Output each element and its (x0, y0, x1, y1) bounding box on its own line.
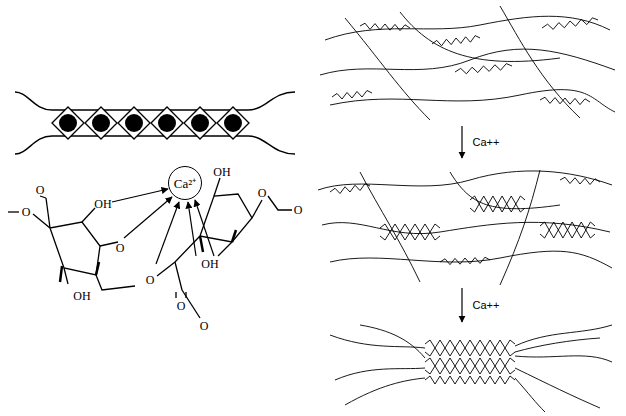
illustration-stroke (85, 107, 117, 139)
atom-label: O (36, 184, 45, 196)
illustration-stroke (330, 251, 612, 268)
illustration-stroke (59, 114, 77, 132)
illustration-stroke (425, 348, 515, 356)
atom-label: O (177, 300, 186, 312)
illustration-stroke (560, 177, 600, 184)
illustration-stroke (345, 18, 430, 120)
illustration-stroke (125, 114, 143, 132)
illustration-stroke (175, 194, 252, 262)
illustration-stroke (157, 262, 175, 276)
illustration-stroke (540, 230, 595, 238)
illustration-stroke (332, 91, 372, 100)
illustration-stroke (360, 325, 425, 358)
illustration-stroke (96, 262, 99, 275)
illustration-stroke (156, 202, 179, 264)
illustration-stroke (515, 378, 545, 412)
illustration-stroke (252, 200, 262, 218)
process-label: Ca++ (473, 300, 500, 311)
illustration-stroke (380, 224, 440, 232)
illustration-stroke (33, 214, 100, 275)
illustration-stroke (8, 211, 19, 212)
illustration-stroke (470, 204, 525, 212)
illustration-stroke (100, 242, 118, 246)
illustration-stroke (184, 107, 216, 139)
illustration-stroke (425, 358, 515, 366)
atom-label: O (200, 320, 209, 332)
process-label: Ca++ (473, 137, 500, 148)
illustration-stroke (425, 376, 515, 384)
illustration-stroke (60, 266, 62, 282)
illustration-stroke (151, 107, 183, 139)
illustration-stroke (432, 36, 480, 46)
illustration-stroke (540, 222, 595, 230)
illustration-stroke (345, 378, 425, 405)
illustration-stroke (200, 236, 203, 252)
illustration-stroke (320, 49, 615, 75)
atom-label: OH (94, 198, 111, 210)
illustration-stroke (96, 275, 135, 290)
illustration-stroke (188, 202, 196, 256)
illustration-stroke (158, 114, 176, 132)
illustration-stroke (82, 208, 95, 222)
atom-label: O (258, 187, 267, 199)
illustration-stroke (455, 64, 512, 74)
illustration-stroke (232, 230, 236, 242)
illustration-stroke (46, 198, 50, 228)
illustration-stroke (330, 90, 615, 112)
atom-label: OH (201, 258, 218, 270)
illustration-stroke (450, 172, 560, 209)
illustration-stroke (380, 232, 440, 240)
ion-circle: Ca²⁺ (168, 166, 202, 200)
illustration-stroke (40, 196, 46, 198)
illustration-stroke (515, 325, 612, 346)
illustration-stroke (440, 257, 490, 264)
illustration-stroke (515, 368, 600, 408)
illustration-stroke (218, 242, 232, 256)
illustration-stroke (268, 196, 292, 210)
illustration-stroke (92, 114, 110, 132)
illustration-stroke (461, 288, 462, 322)
illustration-stroke (470, 196, 525, 204)
atom-label: OH (73, 290, 90, 302)
illustration-stroke (335, 368, 425, 380)
atom-label: O (22, 206, 31, 218)
illustration-stroke (124, 197, 172, 238)
illustration-stroke (500, 170, 540, 285)
illustration-stroke (175, 262, 182, 290)
illustration-stroke (112, 189, 168, 202)
illustration-stroke (425, 366, 515, 374)
illustration-stroke (360, 23, 410, 30)
atom-label: OH (213, 166, 230, 178)
illustration-stroke (330, 184, 370, 194)
illustration-stroke (461, 126, 462, 158)
illustration-stroke (15, 136, 295, 154)
illustration-stroke (15, 92, 295, 110)
atom-label: O (116, 242, 125, 254)
illustration-stroke (360, 172, 420, 282)
illustration-stroke (515, 338, 600, 352)
illustration-stroke (191, 114, 209, 132)
illustration-stroke (540, 97, 590, 104)
illustration-stroke (400, 12, 560, 61)
illustration-stroke (325, 16, 610, 40)
illustration-stroke (195, 200, 214, 256)
illustration-stroke (52, 107, 84, 139)
illustration-stroke (515, 356, 612, 362)
illustration-stroke (330, 335, 425, 348)
ion-label: Ca²⁺ (174, 174, 196, 192)
illustration-stroke (542, 18, 598, 30)
atom-label: O (294, 204, 303, 216)
illustration-stroke (214, 178, 220, 196)
atom-label: O (146, 274, 155, 286)
illustration-stroke (64, 268, 68, 284)
illustration-stroke (425, 340, 515, 348)
illustration-stroke (224, 114, 242, 132)
illustration-stroke (217, 107, 249, 139)
illustration-stroke (118, 107, 150, 139)
